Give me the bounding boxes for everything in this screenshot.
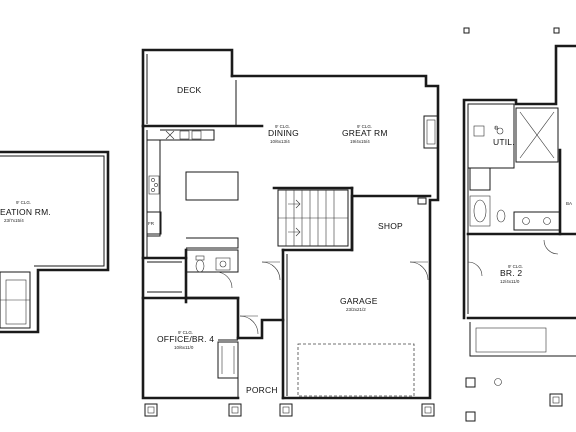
br2-size-label: 12/4x11/0 (500, 279, 520, 284)
office-bedroom: 9' CLG. OFFICE/BR. 4 10/6x11/0 (141, 296, 259, 379)
br2-ceiling-label: 9' CLG. (508, 264, 523, 269)
office-size-label: 10/6x11/0 (174, 345, 194, 350)
fireplace (423, 115, 439, 149)
office-label: OFFICE/BR. 4 (157, 334, 214, 344)
deck-area: DECK (177, 85, 202, 95)
br2-label: BR. 2 (500, 268, 522, 278)
recreation-room-area: 9' CLG. EATION RM. 23/7x15/4 (0, 150, 110, 334)
recreation-room-label: EATION RM. (0, 207, 51, 217)
dining-label: DINING (268, 128, 299, 138)
shop-label: SHOP (378, 221, 403, 231)
great-room-size-label: 19/4x15/4 (350, 139, 370, 144)
dining-size-label: 10/6x13/4 (270, 139, 290, 144)
great-room-ceiling-label: 9' CLG. (357, 124, 372, 129)
great-room-area: 9' CLG. GREAT RM 19/4x15/4 (342, 124, 388, 144)
kitchen: FR (146, 129, 239, 249)
mudroom (141, 256, 281, 293)
garage: SHOP GARAGE 23/2x21/2 (281, 194, 432, 400)
recreation-size-label: 23/7x15/4 (4, 218, 24, 223)
garage-size-label: 23/2x21/2 (346, 307, 366, 312)
dining-ceiling-label: 9' CLG. (275, 124, 290, 129)
powder-room (184, 248, 240, 300)
stairs (272, 186, 354, 252)
recreation-ceiling-label: 9' CLG. (16, 200, 31, 205)
refrigerator-label: FR (148, 221, 155, 226)
bath-tag: BA (566, 201, 572, 206)
porch-label: PORCH (246, 385, 278, 395)
deck-label: DECK (177, 85, 202, 95)
right-wing: ◍ UTIL. BA 9' CLG. BR. 2 12/4x11/0 (462, 27, 576, 422)
util-label: UTIL. (493, 137, 515, 147)
dining-area: 9' CLG. DINING 10/6x13/4 (268, 124, 299, 144)
office-ceiling-label: 9' CLG. (178, 330, 193, 335)
porch: PORCH (144, 318, 435, 417)
great-room-label: GREAT RM (342, 128, 388, 138)
util-mark: ◍ (494, 125, 499, 131)
garage-label: GARAGE (340, 296, 378, 306)
